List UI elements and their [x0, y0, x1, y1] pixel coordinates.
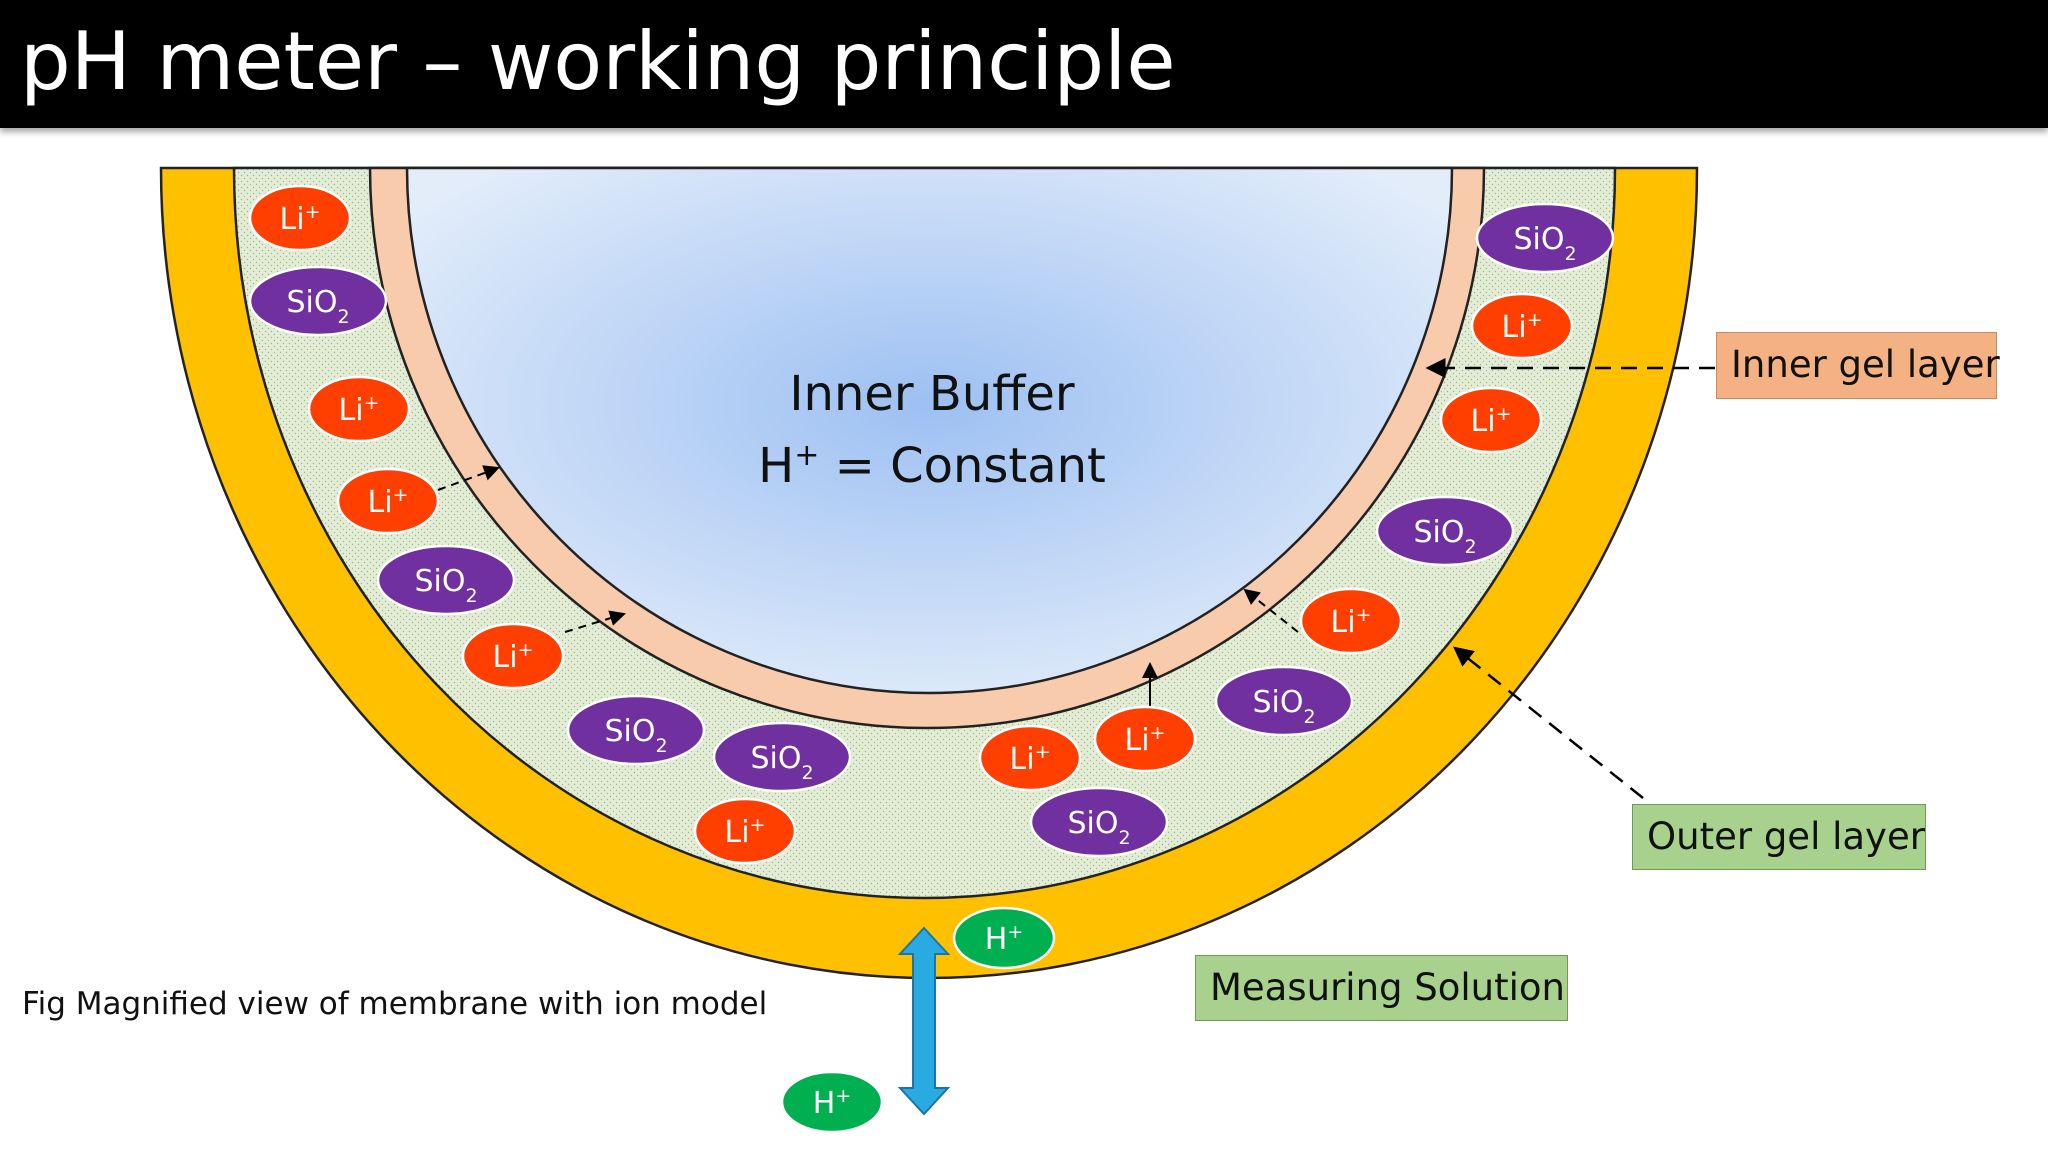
sio2-molecule: SiO2	[1029, 786, 1169, 858]
measuring-solution-label: Measuring Solution	[1195, 955, 1568, 1021]
li-ion: Li+	[336, 467, 440, 535]
sio2-molecule-shape	[1475, 202, 1615, 274]
h-ion: H+	[780, 1070, 884, 1134]
outer-gel-layer-label: Outer gel layer	[1632, 804, 1926, 870]
sio2-molecule: SiO2	[376, 544, 516, 616]
sio2-molecule: SiO2	[1375, 495, 1515, 567]
sio2-molecule-shape	[376, 544, 516, 616]
sio2-molecule-label: SiO2	[1413, 515, 1476, 558]
li-ion-shape	[1299, 587, 1403, 655]
migration-arrow	[437, 465, 500, 491]
li-ion: Li+	[1299, 587, 1403, 655]
sio2-molecule-label: SiO2	[604, 714, 667, 757]
sio2-molecule: SiO2	[1214, 665, 1354, 737]
h-ion-shape	[780, 1070, 884, 1134]
h-ion-exchange-double-arrow	[897, 926, 951, 1116]
h-ion-label: H+	[985, 921, 1023, 957]
li-ion-label: Li+	[280, 201, 321, 237]
li-ion: Li+	[693, 797, 797, 865]
sio2-molecule-label: SiO2	[286, 285, 349, 328]
li-ion-label: Li+	[1471, 403, 1512, 439]
sio2-molecule-shape	[1029, 786, 1169, 858]
migration-arrow	[564, 610, 626, 633]
h-ion-shape	[952, 906, 1056, 970]
sio2-molecule: SiO2	[566, 694, 706, 766]
sio2-molecule-label: SiO2	[414, 564, 477, 607]
buffer-label: Inner Buffer	[789, 366, 1074, 422]
sio2-molecule-shape	[566, 694, 706, 766]
migration-arrow	[1243, 588, 1299, 633]
li-ion-shape	[461, 622, 565, 690]
page-title: pH meter – working principle	[20, 15, 1176, 108]
li-ion-shape	[248, 184, 352, 252]
li-ion-shape	[1439, 386, 1543, 454]
sio2-molecule-shape	[1214, 665, 1354, 737]
li-ion: Li+	[1093, 705, 1197, 773]
li-ion-label: Li+	[725, 814, 766, 850]
sio2-molecule: SiO2	[712, 721, 852, 793]
outer-gel-pointer	[1453, 646, 1644, 799]
li-ion: Li+	[248, 184, 352, 252]
li-ion-shape	[336, 467, 440, 535]
li-ion-shape	[978, 724, 1082, 792]
li-ion-label: Li+	[1125, 722, 1166, 758]
li-ion-label: Li+	[368, 484, 409, 520]
sio2-molecule-label: SiO2	[1513, 222, 1576, 265]
li-ion-shape	[307, 375, 411, 443]
li-ion-label: Li+	[1502, 309, 1543, 345]
sio2-molecule-label: SiO2	[1252, 685, 1315, 728]
sio2-molecule-label: SiO2	[1067, 806, 1130, 849]
sio2-molecule-label: SiO2	[750, 741, 813, 784]
li-ion-label: Li+	[339, 392, 380, 428]
sio2-molecule: SiO2	[248, 265, 388, 337]
li-ion-shape	[1470, 292, 1574, 360]
li-ion: Li+	[1470, 292, 1574, 360]
li-ion-label: Li+	[1010, 741, 1051, 777]
inner-buffer-region	[405, 166, 1454, 695]
sio2-molecule-shape	[712, 721, 852, 793]
li-ion-shape	[693, 797, 797, 865]
li-ion: Li+	[461, 622, 565, 690]
li-ion: Li+	[1439, 386, 1543, 454]
li-ion-label: Li+	[493, 639, 534, 675]
sio2-molecule-shape	[248, 265, 388, 337]
li-ion-shape	[1093, 705, 1197, 773]
li-ion: Li+	[978, 724, 1082, 792]
li-ion: Li+	[307, 375, 411, 443]
figure-caption: Fig Magnified view of membrane with ion …	[22, 986, 768, 1022]
title-bar: pH meter – working principle	[0, 0, 2048, 128]
h-ion-label: H+	[813, 1085, 851, 1121]
inner-gel-layer-label: Inner gel layer	[1716, 332, 2000, 399]
buffer-constant-label: H+ = Constant	[758, 438, 1106, 495]
li-ion-label: Li+	[1331, 604, 1372, 640]
sio2-molecule: SiO2	[1475, 202, 1615, 274]
h-ion: H+	[952, 906, 1056, 970]
sio2-molecule-shape	[1375, 495, 1515, 567]
